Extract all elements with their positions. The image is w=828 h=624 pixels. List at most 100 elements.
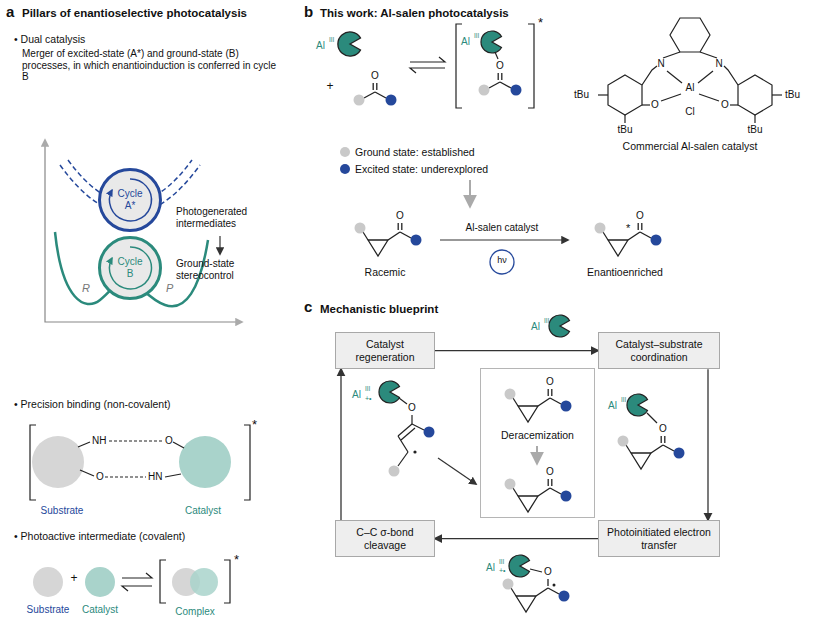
text-label: Cl bbox=[685, 106, 694, 118]
text-label: Al-salen catalyst bbox=[466, 222, 539, 234]
panel-b-scheme-stroke bbox=[481, 31, 502, 53]
text-label: tBu bbox=[574, 89, 589, 101]
al-salen-structure-stroke bbox=[608, 75, 642, 115]
panel-b-scheme-stroke bbox=[410, 68, 445, 73]
step-box: Catalyst regeneration bbox=[335, 332, 435, 369]
text-label: * bbox=[234, 553, 239, 568]
node-text: Cycle B bbox=[113, 256, 147, 280]
panel-b-scheme-stroke bbox=[479, 73, 522, 96]
text-label: • Photoactive intermediate (covalent) bbox=[14, 530, 185, 542]
energy-plot-stroke bbox=[109, 247, 151, 289]
panel-b-scheme-stroke bbox=[338, 32, 361, 56]
text-label: O bbox=[636, 210, 644, 222]
text-label: Catalyst bbox=[185, 505, 221, 517]
text-label: hν bbox=[497, 255, 507, 265]
al-salen-structure-stroke bbox=[667, 71, 682, 83]
complex-sketch bbox=[33, 560, 230, 603]
panel-c-scheme-stroke bbox=[399, 398, 407, 404]
text-label: Al bbox=[608, 400, 617, 412]
text-label: • Precision binding (non-covalent) bbox=[14, 398, 171, 410]
hydrogen-bond-sketch-stroke bbox=[165, 474, 181, 477]
complex-sketch-stroke bbox=[160, 560, 166, 603]
text-label: * bbox=[538, 16, 543, 31]
panel-b-scheme bbox=[338, 24, 662, 274]
text-label: Merger of excited-state (A*) and ground-… bbox=[22, 48, 277, 83]
energy-plot-stroke bbox=[99, 169, 161, 231]
energy-plot-stroke bbox=[99, 237, 161, 299]
legend-text: Excited state: underexplored bbox=[355, 163, 488, 175]
panel-b-scheme-stroke bbox=[490, 250, 514, 274]
text-label: Al bbox=[352, 389, 361, 401]
al-salen-structure-stroke bbox=[754, 115, 755, 123]
hydrogen-bond-sketch-stroke bbox=[32, 436, 84, 488]
cycle-arrow bbox=[435, 538, 598, 539]
panel-c-scheme-stroke bbox=[509, 555, 530, 577]
panel-c-scheme-stroke bbox=[438, 458, 476, 484]
text-label: + bbox=[70, 572, 77, 586]
text-label: * bbox=[252, 418, 257, 433]
text-label: O bbox=[165, 435, 173, 447]
step-box: Catalyst–substrate coordination bbox=[598, 332, 720, 369]
panel-heading: This work: Al-salen photocatalysis bbox=[320, 7, 509, 20]
energy-plot-stroke bbox=[45, 140, 242, 322]
text-label: tBu bbox=[785, 89, 800, 101]
text-label: • Dual catalysis bbox=[14, 33, 85, 45]
al-salen-structure-stroke bbox=[642, 66, 657, 85]
panel-c-scheme-stroke bbox=[398, 436, 408, 452]
panel-c-scheme-stroke bbox=[401, 428, 415, 440]
energy-plot-stroke bbox=[219, 236, 220, 254]
panel-c-scheme-stroke bbox=[413, 450, 416, 453]
text-label: Racemic bbox=[365, 266, 406, 278]
legend-text: Ground state: established bbox=[355, 146, 475, 158]
panel-b-scheme-stroke bbox=[495, 52, 498, 59]
panel-c-scheme-stroke bbox=[505, 479, 572, 513]
text-label: + bbox=[326, 80, 333, 94]
complex-sketch-stroke bbox=[33, 567, 63, 597]
al-salen-structure-stroke bbox=[730, 104, 738, 105]
text-label: III bbox=[329, 36, 334, 43]
node-text: Cycle A* bbox=[113, 188, 147, 212]
text-label: III bbox=[544, 317, 549, 324]
text-label: +• bbox=[365, 395, 372, 403]
hydrogen-bond-sketch-stroke bbox=[244, 425, 250, 500]
panel-b-scheme-stroke bbox=[440, 239, 568, 240]
hydrogen-bond-sketch-stroke bbox=[80, 470, 94, 476]
text-label: Al bbox=[316, 40, 325, 52]
panel-heading: b bbox=[304, 3, 313, 20]
al-salen-structure-stroke bbox=[663, 52, 680, 58]
al-salen-structure-stroke bbox=[772, 94, 782, 95]
panel-b-scheme-stroke bbox=[355, 223, 422, 257]
complex-sketch-stroke bbox=[122, 586, 152, 591]
text-label: O bbox=[546, 376, 554, 388]
text-label: O bbox=[408, 402, 416, 414]
cycle-circle: Cycle B bbox=[98, 236, 162, 300]
al-salen-structure-stroke bbox=[624, 115, 625, 123]
text-label: +• bbox=[499, 567, 506, 575]
text-label: Commercial Al-salen catalyst bbox=[623, 140, 758, 152]
hydrogen-bond-sketch-stroke bbox=[105, 476, 146, 477]
node-text: Catalyst regeneration bbox=[342, 338, 428, 363]
text-label: Catalyst bbox=[82, 604, 118, 616]
panel-c-scheme-stroke bbox=[536, 446, 538, 463]
text-label: Enantioenriched bbox=[587, 266, 663, 278]
step-box: Photoinitiated electron transfer bbox=[598, 520, 720, 557]
node-text: Deracemization bbox=[493, 429, 582, 442]
panel-c-scheme-stroke bbox=[411, 415, 412, 424]
text-label: N bbox=[715, 58, 722, 70]
text-label: Substrate bbox=[41, 505, 84, 517]
al-salen-structure-stroke bbox=[661, 94, 681, 101]
text-label: N bbox=[657, 58, 664, 70]
text-label: R bbox=[82, 282, 90, 295]
step-box: C–C σ-bond cleavage bbox=[335, 520, 435, 557]
panel-c-scheme-stroke bbox=[618, 436, 685, 470]
panel-c-scheme-stroke bbox=[549, 315, 570, 337]
panel-c-scheme-stroke bbox=[647, 413, 657, 423]
panel-c-scheme-stroke bbox=[424, 427, 435, 438]
text-label: O bbox=[96, 471, 104, 483]
text-label: O bbox=[371, 70, 379, 82]
energy-plot-stroke bbox=[55, 232, 208, 306]
text-label: Al bbox=[461, 36, 470, 48]
text-label: Al bbox=[531, 321, 540, 333]
panel-c-scheme-stroke bbox=[398, 452, 408, 466]
al-salen-structure-stroke bbox=[738, 75, 772, 115]
